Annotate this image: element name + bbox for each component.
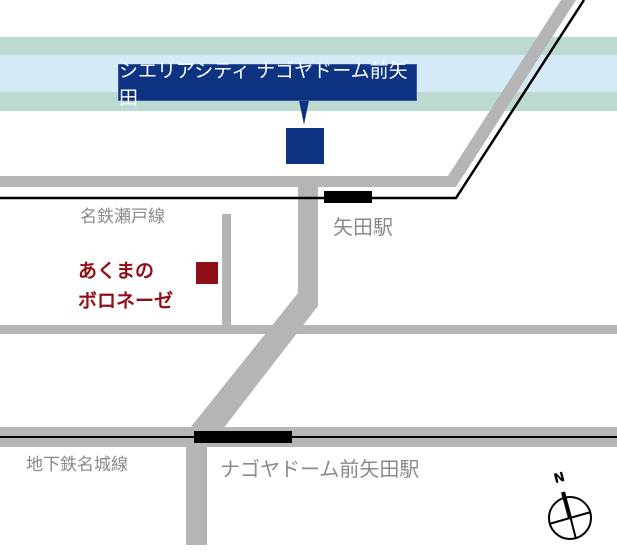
- shop-name-label: あくまの ボロネーゼ: [78, 256, 173, 316]
- title-pointer: [299, 100, 309, 125]
- shop-name-line1: あくまの: [78, 260, 155, 282]
- dome-station-marker: [194, 431, 292, 443]
- nagoya-dome-mae-yada-station-label: ナゴヤドーム前矢田駅: [220, 457, 420, 481]
- property-title-label: シエリアシティ ナゴヤドーム前矢田: [118, 60, 417, 109]
- property-marker[interactable]: [286, 128, 324, 164]
- property-title-text: シエリアシティ ナゴヤドーム前矢田: [119, 59, 408, 109]
- subway-meijo-line-label: 地下鉄名城線: [26, 455, 128, 475]
- compass-icon: [548, 491, 592, 540]
- meitetsu-seto-line-label: 名鉄瀬戸線: [80, 207, 165, 227]
- shop-marker[interactable]: [196, 262, 218, 284]
- yada-station-label: 矢田駅: [333, 215, 393, 239]
- shop-name-line2: ボロネーゼ: [78, 290, 174, 312]
- rail-lines: [0, 0, 617, 438]
- yada-station-marker: [324, 191, 372, 203]
